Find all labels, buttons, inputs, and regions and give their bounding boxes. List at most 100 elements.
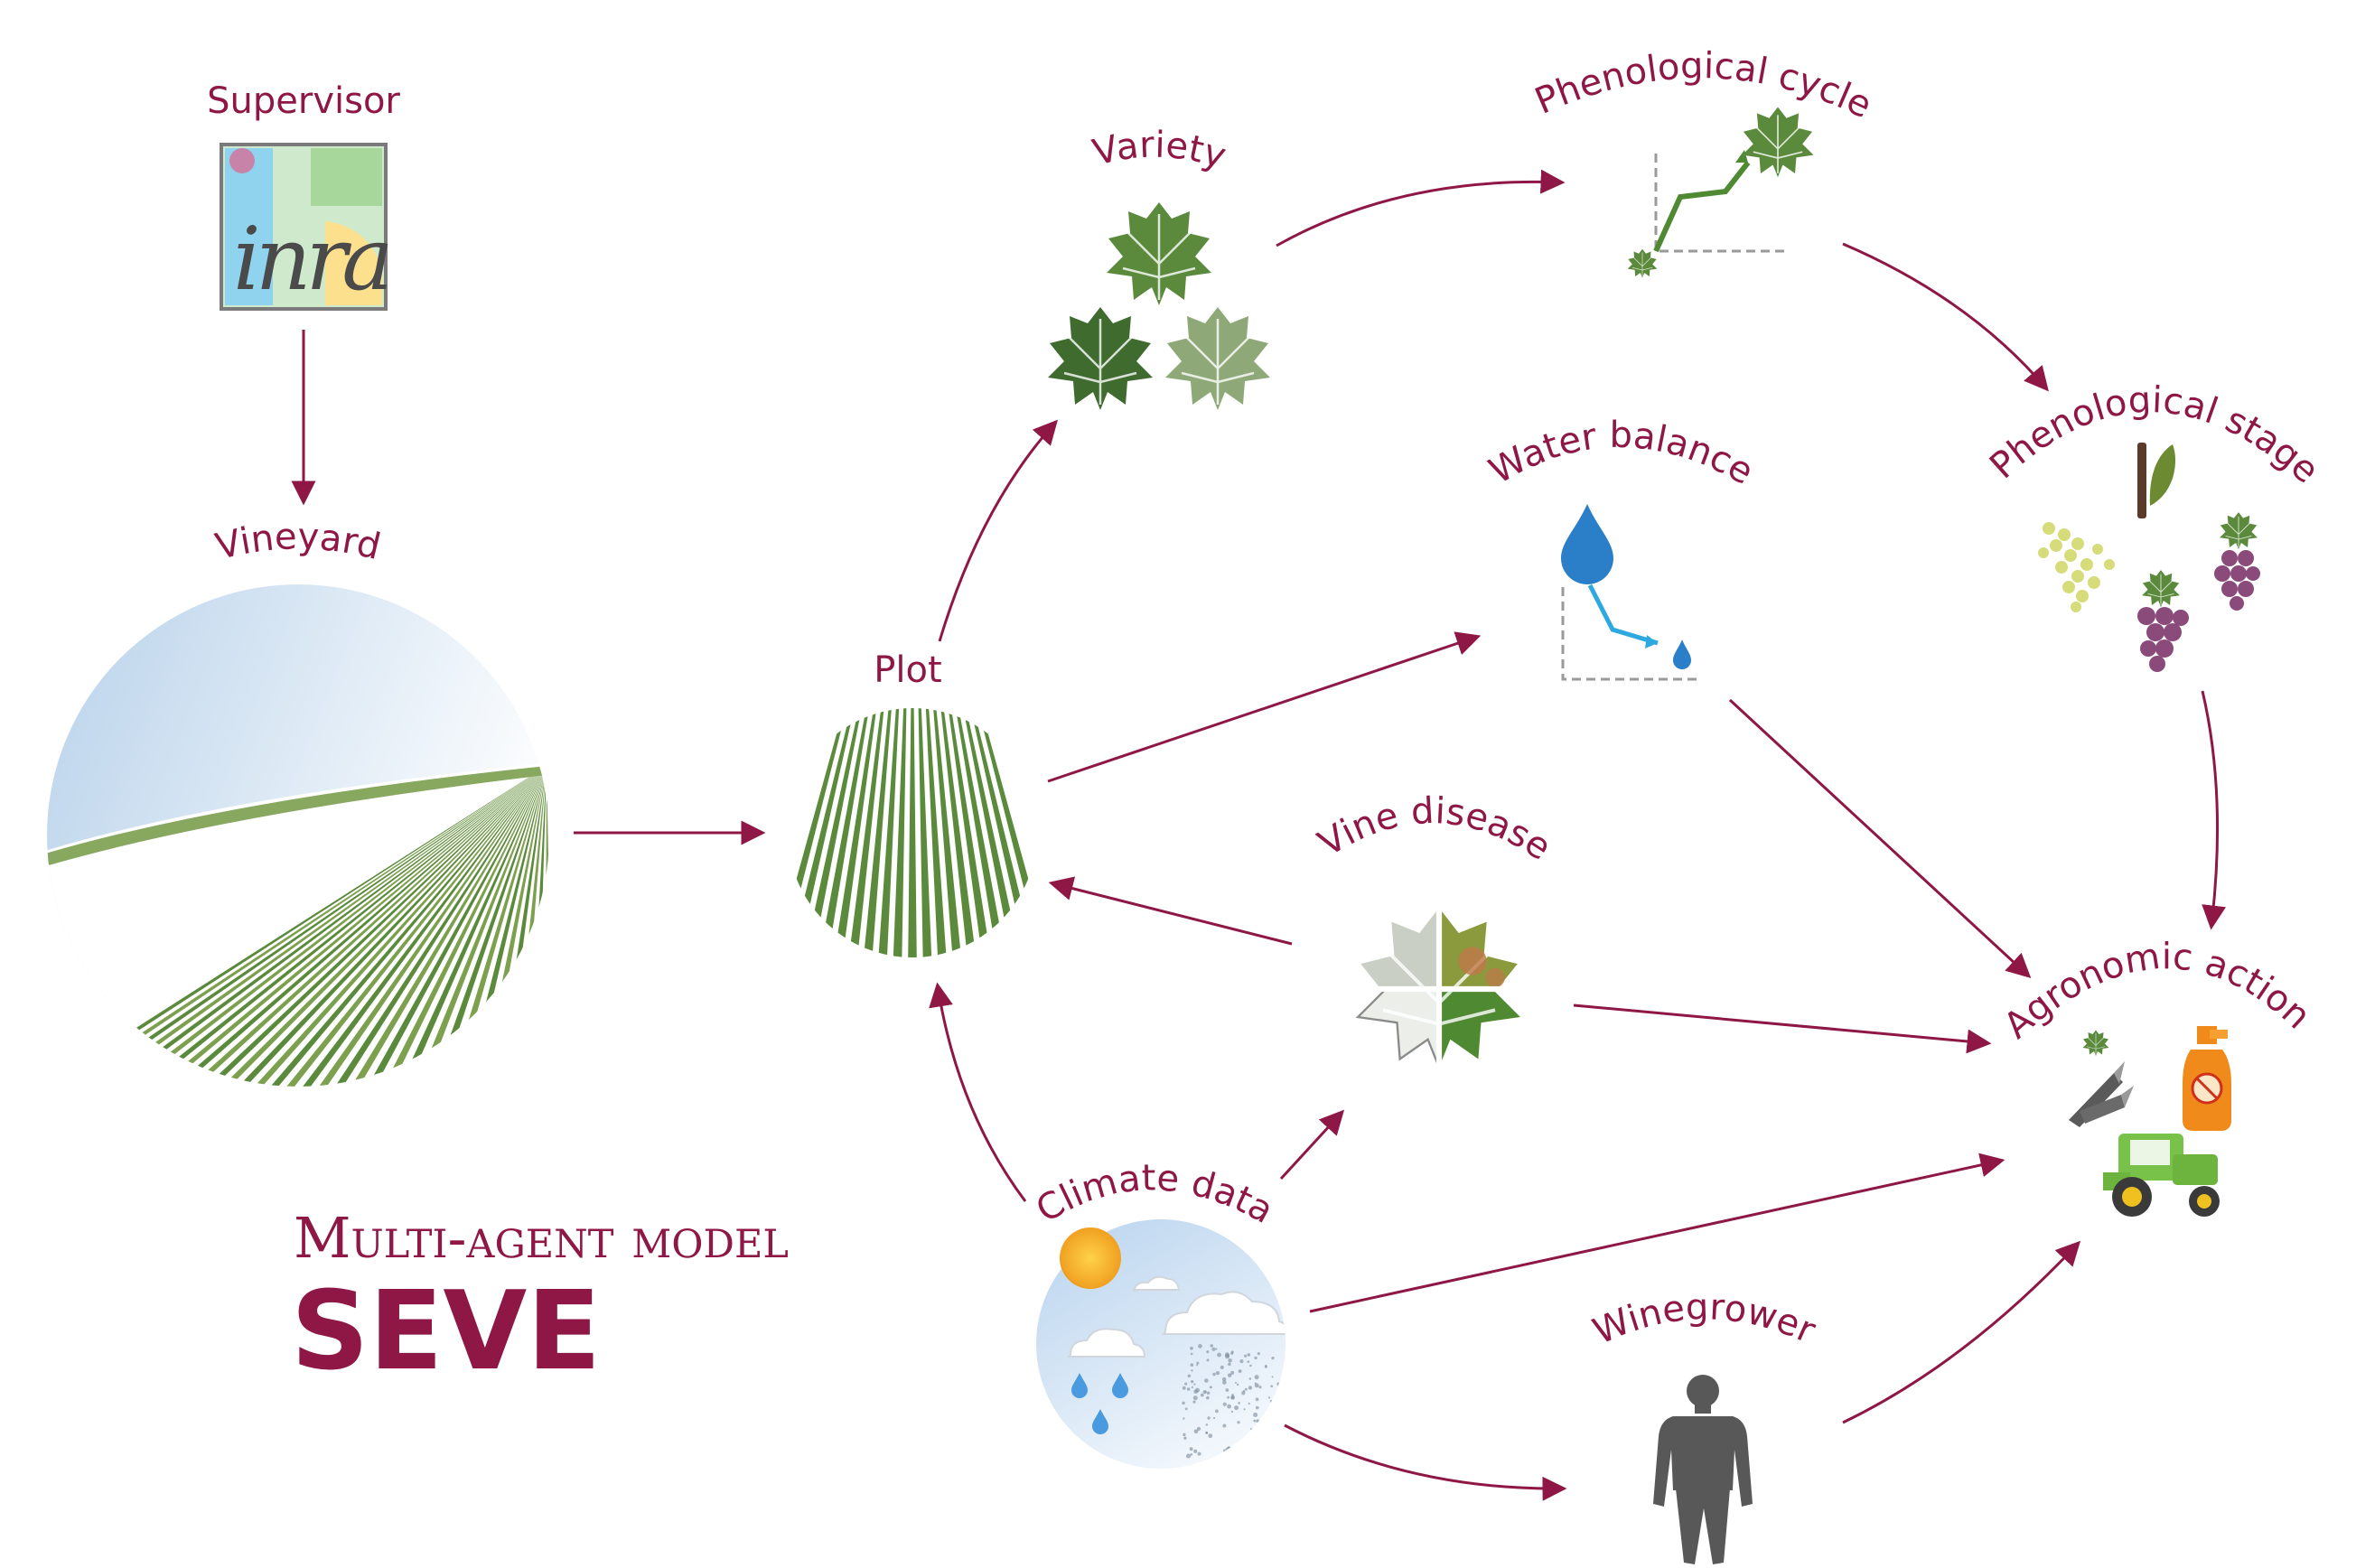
hail-dot xyxy=(1243,1354,1248,1358)
hail-dot xyxy=(1251,1434,1255,1437)
arrow-climate-winegrower xyxy=(1284,1423,1567,1501)
hail-dot xyxy=(1227,1457,1231,1462)
arrow-climate-agro xyxy=(1309,1153,2005,1313)
hail-dot xyxy=(1193,1449,1198,1453)
hail-dot xyxy=(1212,1416,1216,1420)
hail-dot xyxy=(1255,1405,1259,1410)
hail-dot xyxy=(1182,1386,1186,1390)
hail-dot xyxy=(1255,1397,1259,1402)
hail-dot xyxy=(1236,1383,1239,1386)
vine-row xyxy=(311,766,547,1087)
hail-dot xyxy=(1222,1380,1227,1385)
vine-disease-leaf-icon xyxy=(1356,906,1522,1069)
hail-dot xyxy=(1272,1414,1276,1418)
hail-dot xyxy=(1196,1426,1201,1432)
vine-row xyxy=(328,766,547,1087)
vine-row xyxy=(378,766,547,1087)
hail-dot xyxy=(1192,1400,1196,1404)
hail-dot xyxy=(1249,1364,1252,1367)
hail-dot xyxy=(1257,1352,1260,1356)
arrow-phenocycle-stage xyxy=(1842,242,2049,392)
title-line2: SEVE xyxy=(291,1269,601,1395)
hail-dot xyxy=(1184,1407,1188,1411)
hail-dot xyxy=(1270,1385,1274,1388)
title-line1: Multi-agent model xyxy=(294,1205,789,1271)
plot-row xyxy=(846,708,898,957)
agronomic-action-label: Agronomic action xyxy=(1996,936,2319,1047)
hail-dot xyxy=(1280,1396,1283,1400)
plot-row xyxy=(816,708,891,957)
plot-rows xyxy=(788,708,1037,957)
arrow-plot-variety xyxy=(938,419,1059,642)
hail-dot xyxy=(1228,1446,1230,1449)
hail-dot xyxy=(1217,1352,1221,1358)
tractor-icon xyxy=(2103,1134,2220,1217)
hail-dot xyxy=(1276,1382,1280,1386)
vine-row xyxy=(294,766,547,1087)
hail-dot xyxy=(1258,1386,1262,1389)
hail-dot xyxy=(1206,1391,1211,1395)
hail-dot xyxy=(1239,1451,1241,1454)
agronomic-action-node: Agronomic action xyxy=(1996,936,2319,1217)
hail-dot xyxy=(1193,1429,1199,1434)
hail-dot xyxy=(1259,1425,1263,1429)
phenology-chart-icon xyxy=(1627,106,1815,279)
hail-dot xyxy=(1204,1390,1207,1393)
hail-dot xyxy=(1271,1356,1275,1360)
hail-dot xyxy=(1196,1361,1200,1365)
vine-row xyxy=(228,766,547,1087)
arrow-water-agro xyxy=(1728,698,2032,979)
hail-dot xyxy=(1210,1344,1213,1348)
hail-dot xyxy=(1249,1427,1252,1430)
hail-dot xyxy=(1277,1415,1281,1419)
vine-row xyxy=(261,766,547,1087)
pruning-shears-icon xyxy=(2069,1030,2134,1127)
hail-dot xyxy=(1277,1405,1280,1407)
grape-cluster-large xyxy=(2137,569,2189,672)
hail-dot xyxy=(1211,1347,1216,1351)
arrow-stage-agro xyxy=(2201,690,2227,930)
hail-dot xyxy=(1247,1353,1251,1357)
vineyard-circle xyxy=(47,584,549,1087)
hail-dot xyxy=(1230,1410,1234,1414)
vine-row xyxy=(395,766,547,1087)
hail-dot xyxy=(1215,1409,1219,1414)
winegrower-node: Winegrower xyxy=(1587,1286,1822,1564)
winegrower-silhouette-icon xyxy=(1653,1375,1753,1564)
hail-dot xyxy=(1257,1452,1260,1456)
hail-dot xyxy=(1193,1383,1196,1386)
vine-row xyxy=(547,766,549,1087)
hail-dot xyxy=(1248,1402,1250,1405)
hail-dot xyxy=(1265,1443,1267,1446)
vine-row xyxy=(177,766,547,1087)
hail-dot xyxy=(1227,1404,1232,1409)
hail-dot xyxy=(1195,1387,1201,1393)
hail-dot xyxy=(1259,1451,1264,1455)
vine-row xyxy=(47,766,547,1087)
hail-dot xyxy=(1183,1436,1187,1440)
hail-dot xyxy=(1269,1455,1274,1459)
vine-row xyxy=(127,766,547,1087)
hail-dot xyxy=(1198,1344,1202,1349)
hail-dot xyxy=(1205,1423,1209,1426)
vine-row xyxy=(161,766,547,1087)
hail-dot xyxy=(1191,1386,1193,1388)
hail-dot xyxy=(1242,1389,1246,1393)
hail-dot xyxy=(1267,1396,1271,1399)
hail-dot xyxy=(1280,1443,1285,1448)
vine-row xyxy=(547,766,549,1087)
hail-dot xyxy=(1253,1419,1257,1423)
arrows xyxy=(291,169,2227,1501)
vineyard-rows xyxy=(47,766,549,1087)
vine-row xyxy=(61,766,547,1087)
hail-dot xyxy=(1254,1383,1259,1388)
sun-icon xyxy=(1060,1227,1121,1289)
plot-row xyxy=(908,708,917,957)
hail-dot xyxy=(1231,1394,1234,1396)
hail-dot xyxy=(1254,1375,1259,1380)
water-balance-node: Water balance xyxy=(1482,415,1760,681)
hail-dot xyxy=(1222,1449,1227,1453)
plot-circle xyxy=(788,708,1037,957)
arrow-winegrower-agro xyxy=(1842,1240,2081,1424)
hail-dot xyxy=(1207,1416,1211,1420)
